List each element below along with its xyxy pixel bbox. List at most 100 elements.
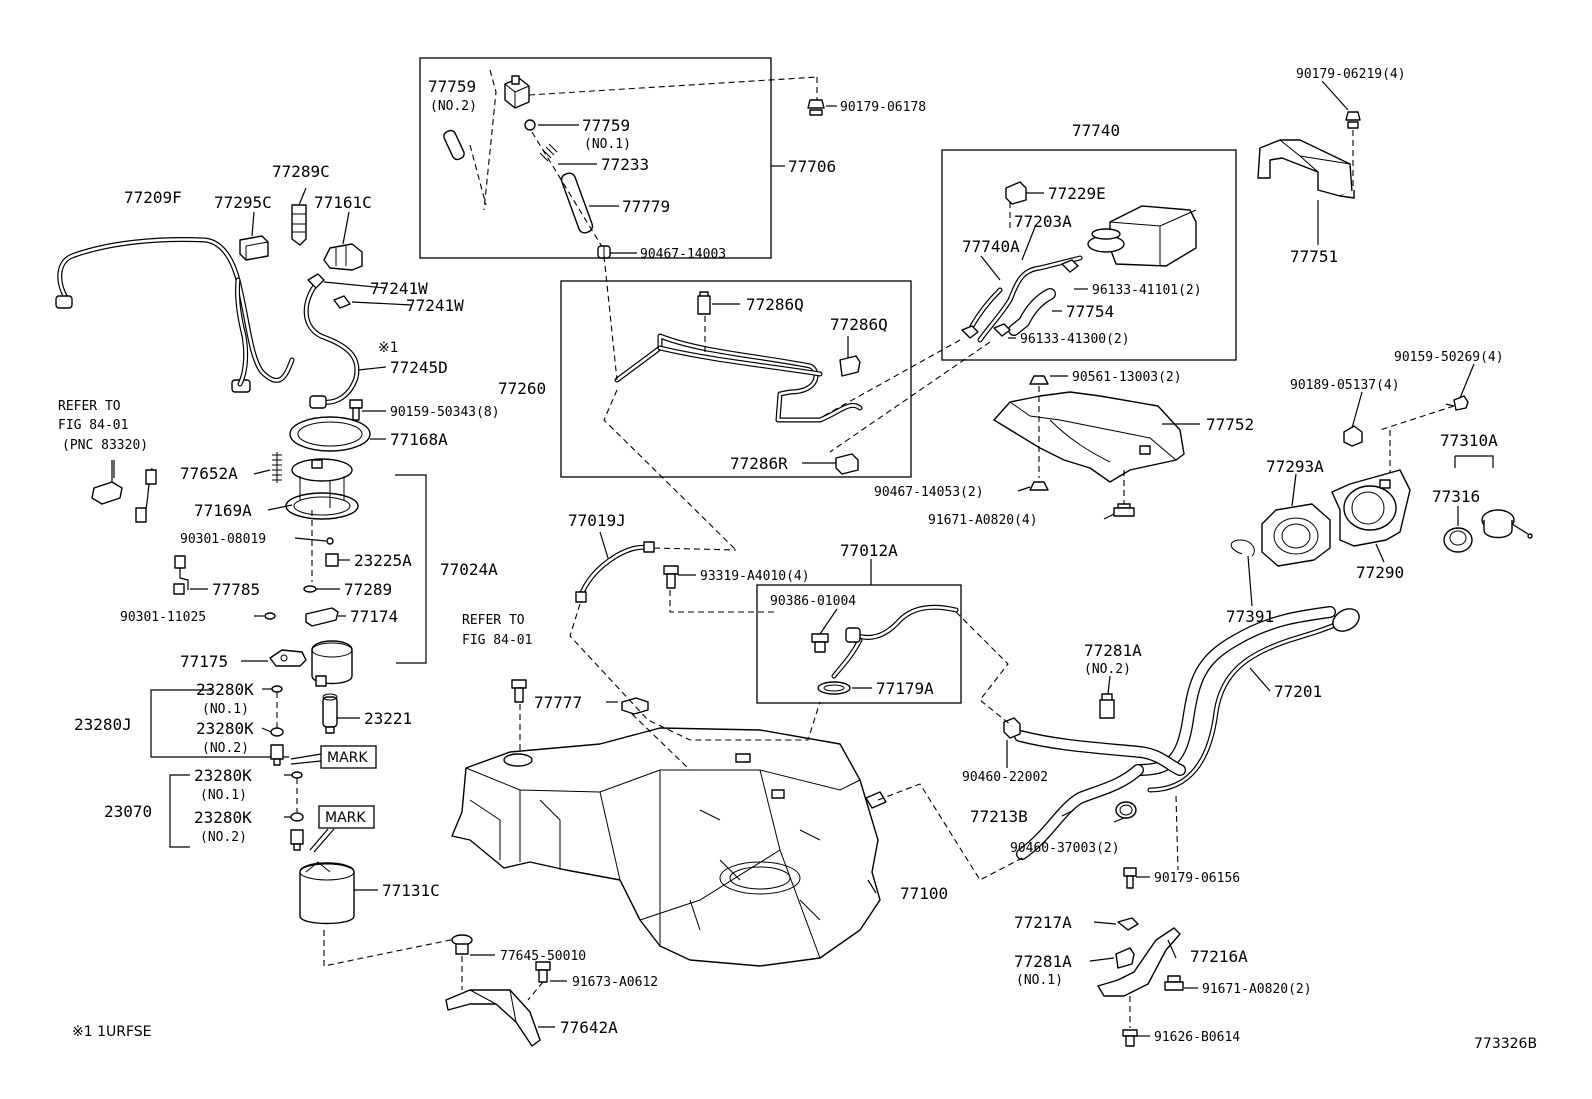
label-77281a-no1-sub: (NO.1) (1016, 973, 1063, 988)
label-96133-41101: 96133-41101(2) (1092, 283, 1202, 298)
ring-23280k-no1 (271, 685, 283, 693)
canister-77740 (1087, 205, 1197, 267)
label-77175: 77175 (180, 652, 228, 671)
bracket-77161c (323, 243, 363, 271)
label-77233: 77233 (601, 155, 649, 174)
bracket-77216a (1097, 927, 1181, 997)
label-77310a: 77310A (1440, 431, 1498, 450)
label-77216a: 77216A (1190, 947, 1248, 966)
label-77295c: 77295C (214, 193, 272, 212)
sender-refer-84-01 (91, 460, 157, 523)
label-footnote: ※1 1URFSE (72, 1024, 152, 1040)
bolt-91671-a0820-4 (1113, 503, 1135, 517)
group-parts (55, 69, 1533, 1047)
nut-90189-05137 (1343, 425, 1363, 447)
valve-77759-no2 (504, 75, 530, 109)
leader-mark1 (290, 753, 322, 765)
label-23280k-1: 23280K (196, 680, 254, 699)
spring-77233 (539, 143, 558, 162)
mark-box-2 (318, 805, 375, 829)
label-77201: 77201 (1274, 682, 1322, 701)
label-refer1-l1: REFER TO (58, 399, 121, 414)
label-77241w-b: 77241W (406, 296, 464, 315)
label-77281a-no1: 77281A (1014, 952, 1072, 971)
label-77759-no2-sub: (NO.2) (430, 99, 477, 114)
label-90467-14003: 90467-14003 (640, 247, 726, 262)
label-77289: 77289 (344, 580, 392, 599)
clamp-77286q-a (697, 291, 711, 315)
label-77289c: 77289C (272, 162, 330, 181)
box-77740 (941, 149, 1237, 361)
label-90159-50343: 90159-50343(8) (390, 405, 500, 420)
label-77131c: 77131C (382, 881, 440, 900)
label-90561-13003: 90561-13003(2) (1072, 370, 1182, 385)
label-90179-06219: 90179-06219(4) (1296, 67, 1406, 82)
tube-assy-77260 (614, 333, 863, 423)
label-91671-a0820-2: 91671-A0820(2) (1202, 982, 1312, 997)
label-90189-05137: 90189-05137(4) (1290, 378, 1400, 393)
label-23280j: 23280J (74, 715, 132, 734)
label-90179-06178: 90179-06178 (840, 100, 926, 115)
pump-flange-77169a (285, 458, 359, 520)
dash-77777 (631, 713, 691, 771)
label-77740: 77740 (1072, 121, 1120, 140)
label-77241w-a: 77241W (370, 279, 428, 298)
dash-77012a-vent (955, 611, 1013, 727)
dash-77019j-chain (569, 547, 821, 741)
label-77785: 77785 (212, 580, 260, 599)
harness-77785 (173, 555, 189, 595)
label-90159-50269: 90159-50269(4) (1394, 350, 1504, 365)
label-91671-a0820-4: 91671-A0820(4) (928, 513, 1038, 528)
harness-77245d (303, 273, 360, 409)
label-77281a-no2-sub: (NO.2) (1084, 662, 1131, 677)
vent-hose-90460-22002 (1014, 730, 1186, 776)
regulator-23070 (290, 829, 304, 851)
ring-23280k-no2b (290, 812, 304, 822)
label-23070: 23070 (104, 802, 152, 821)
label-77281a-no2: 77281A (1084, 641, 1142, 660)
nut-90179-06178 (807, 99, 825, 116)
label-90467-14053: 90467-14053(2) (874, 485, 984, 500)
label-77759-no1-sub: (NO.1) (584, 137, 631, 152)
screw-90159-50269 (1445, 395, 1469, 411)
leader-mark2 (309, 828, 335, 853)
cap-77310a (1481, 509, 1533, 539)
dash-77759-tube (469, 144, 487, 206)
box-77260 (560, 280, 912, 478)
label-77652a: 77652A (180, 464, 238, 483)
box-77012a (756, 584, 962, 704)
label-23280k-1-sub: (NO.1) (202, 702, 249, 717)
label-77169a: 77169A (194, 501, 252, 520)
harness-77209f (55, 237, 295, 393)
hose-77213b (1016, 764, 1144, 860)
label-77100: 77100 (900, 884, 948, 903)
label-mark-2: MARK (325, 810, 366, 826)
bracket-23280j (150, 689, 289, 758)
label-77293a: 77293A (1266, 457, 1324, 476)
label-77168a: 77168A (390, 430, 448, 449)
cover-77175 (269, 649, 307, 667)
label-77752: 77752 (1206, 415, 1254, 434)
label-23280k-3-sub: (NO.1) (200, 788, 247, 803)
protector-77642a (445, 989, 541, 1047)
label-77706: 77706 (788, 157, 836, 176)
label-90301-08019: 90301-08019 (180, 532, 266, 547)
hose-77740a (969, 255, 1083, 343)
label-77229e: 77229E (1048, 184, 1106, 203)
group-labels: 77759 (NO.2) 77759 (NO.1) 77233 77779 90… (58, 67, 1537, 1052)
label-77217a: 77217A (1014, 913, 1072, 932)
filler-pipe-77201 (1132, 606, 1360, 793)
dash-93319 (669, 590, 774, 613)
ring-77391 (1230, 539, 1255, 557)
clamp-77286q-b (839, 355, 861, 377)
ring-23280k-no1b (291, 771, 303, 779)
cup-77131c (299, 861, 355, 925)
label-77777: 77777 (534, 693, 582, 712)
bolt-91626-b0614 (1122, 1029, 1138, 1047)
clip-77281a-no2 (1099, 693, 1115, 719)
label-23280k-4: 23280K (194, 808, 252, 827)
label-90386-01004: 90386-01004 (770, 594, 856, 609)
clamp-77295c (239, 235, 269, 261)
pump-body-77024a (311, 640, 353, 687)
label-90301-11025: 90301-11025 (120, 610, 206, 625)
